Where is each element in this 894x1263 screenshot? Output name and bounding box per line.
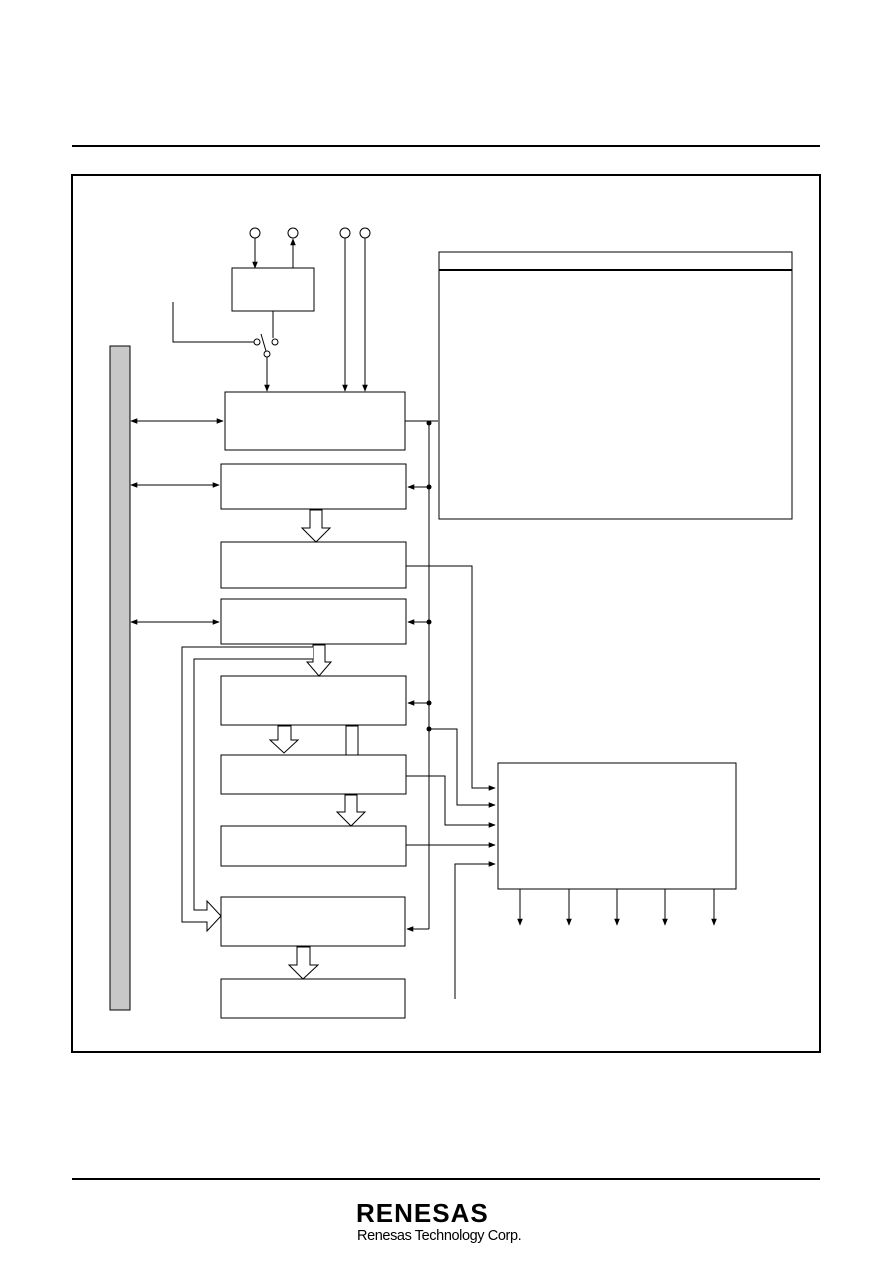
block-7 (220, 825, 407, 867)
switch-lever (260, 333, 267, 352)
company-name: Renesas Technology Corp. (357, 1228, 522, 1244)
block-8 (220, 896, 406, 947)
block-5 (220, 675, 407, 726)
switch-contact-left (253, 338, 261, 346)
block-1 (224, 391, 406, 451)
signal-block-6-to-output (406, 775, 496, 828)
loopback-transfer-path (181, 646, 313, 933)
renesas-logo: RENESAS Renesas Technology Corp. (352, 1198, 552, 1250)
transfer-arrow-6-to-7 (335, 794, 367, 827)
figure-frame (71, 174, 821, 1053)
pin-circle-4 (359, 227, 371, 239)
internal-bus (109, 345, 131, 1011)
block-6 (220, 754, 407, 795)
junction-dot-1 (426, 420, 432, 426)
transfer-arrow-8-to-9 (287, 946, 320, 980)
transfer-arrow-5-to-6-left (268, 725, 300, 754)
signal-control-to-output (429, 728, 496, 808)
switch-contact-right (271, 338, 279, 346)
logo-wordmark: RENESAS (356, 1198, 489, 1228)
register-table (438, 251, 793, 520)
output-control-block (497, 762, 737, 890)
oscillator-block (231, 267, 315, 312)
block-9 (220, 978, 406, 1019)
junction-dot-2 (426, 484, 432, 490)
block-4 (220, 598, 407, 645)
signal-block-3-to-output (406, 565, 496, 791)
block-3 (220, 541, 407, 589)
junction-dot-4 (426, 700, 432, 706)
block-2 (220, 463, 407, 510)
transfer-bar-5-to-6-right (345, 725, 359, 756)
signal-external-to-output (454, 861, 496, 999)
pin-circle-1 (249, 227, 261, 239)
pin-circle-3 (339, 227, 351, 239)
transfer-arrow-2-to-3 (300, 509, 332, 543)
junction-dot-3 (426, 619, 432, 625)
pin-circle-2 (287, 227, 299, 239)
switch-pivot (263, 350, 271, 358)
clock-source-line (172, 302, 257, 343)
